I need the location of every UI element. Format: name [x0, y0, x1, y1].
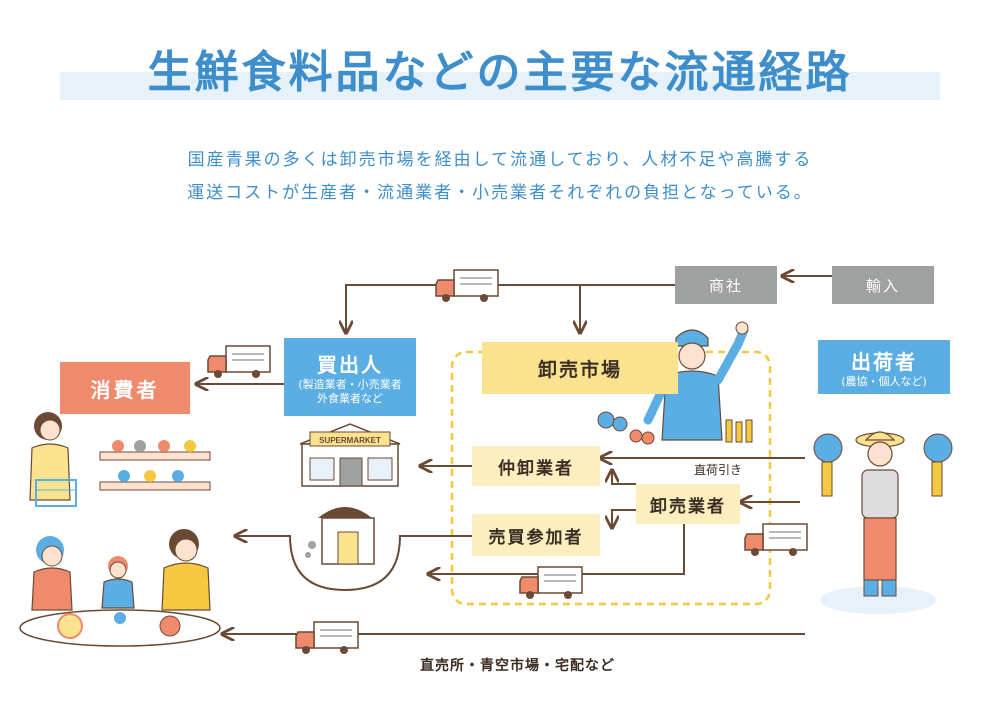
supermarket-icon: SUPERMARKET: [299, 423, 401, 487]
arrow-trading-to-buyers: [346, 284, 675, 333]
node-shipper: 出荷者 (農協・個人など): [818, 340, 950, 394]
node-wholesaler: 卸売業者: [636, 484, 740, 524]
vegetables-icon: [597, 411, 753, 445]
truck-icon: [519, 566, 583, 600]
node-buyers-sub-2: 外食業者など: [317, 391, 383, 405]
node-consumers: 消費者: [60, 362, 190, 414]
node-shipper-label: 出荷者: [851, 349, 917, 374]
node-trading-participant: 売買参加者: [472, 514, 600, 556]
node-buyers-label: 買出人: [317, 352, 383, 377]
arrow-wholesaler-out: [428, 522, 685, 574]
truck-icon: [295, 621, 359, 655]
node-buyers-sub-1: (製造業者・小売業者: [298, 377, 402, 391]
farmer-icon: [813, 431, 953, 614]
arrow-participant-to-consumers: [235, 536, 472, 592]
svg-text:SUPERMARKET: SUPERMARKET: [319, 436, 381, 445]
title-band: [60, 72, 940, 100]
node-import: 輸入: [832, 266, 934, 304]
arrow-wholesaler-to-nakaoroshi: [612, 470, 636, 485]
node-shipper-sub: (農協・個人など): [841, 374, 927, 388]
subtitle-line-2: 運送コストが生産者・流通業者・小売業者それぞれの負担となっている。: [187, 183, 813, 203]
family-icon: [19, 529, 221, 647]
truck-icon: [744, 523, 808, 557]
node-buyers: 買出人 (製造業者・小売業者 外食業者など: [284, 338, 416, 416]
shopper-icon: [29, 412, 211, 507]
arrow-wholesaler-to-participant: [612, 509, 636, 528]
shop-icon: [305, 507, 375, 565]
node-trading-company: 商社: [675, 266, 777, 304]
label-direct-sales-route: 直売所・青空市場・宅配など: [420, 658, 615, 674]
truck-icon: [435, 269, 499, 303]
node-intermediate-wholesaler: 仲卸業者: [472, 446, 600, 486]
node-wholesale-market: 卸売市場: [482, 342, 678, 394]
label-direct-purchase: 直荷引き: [694, 463, 743, 477]
subtitle-line-1: 国産青果の多くは卸売市場を経由して流通しており、人材不足や高騰する: [187, 150, 813, 170]
truck-icon: [207, 345, 271, 379]
page-title: 生鮮食料品などの主要な流通経路: [147, 47, 853, 98]
